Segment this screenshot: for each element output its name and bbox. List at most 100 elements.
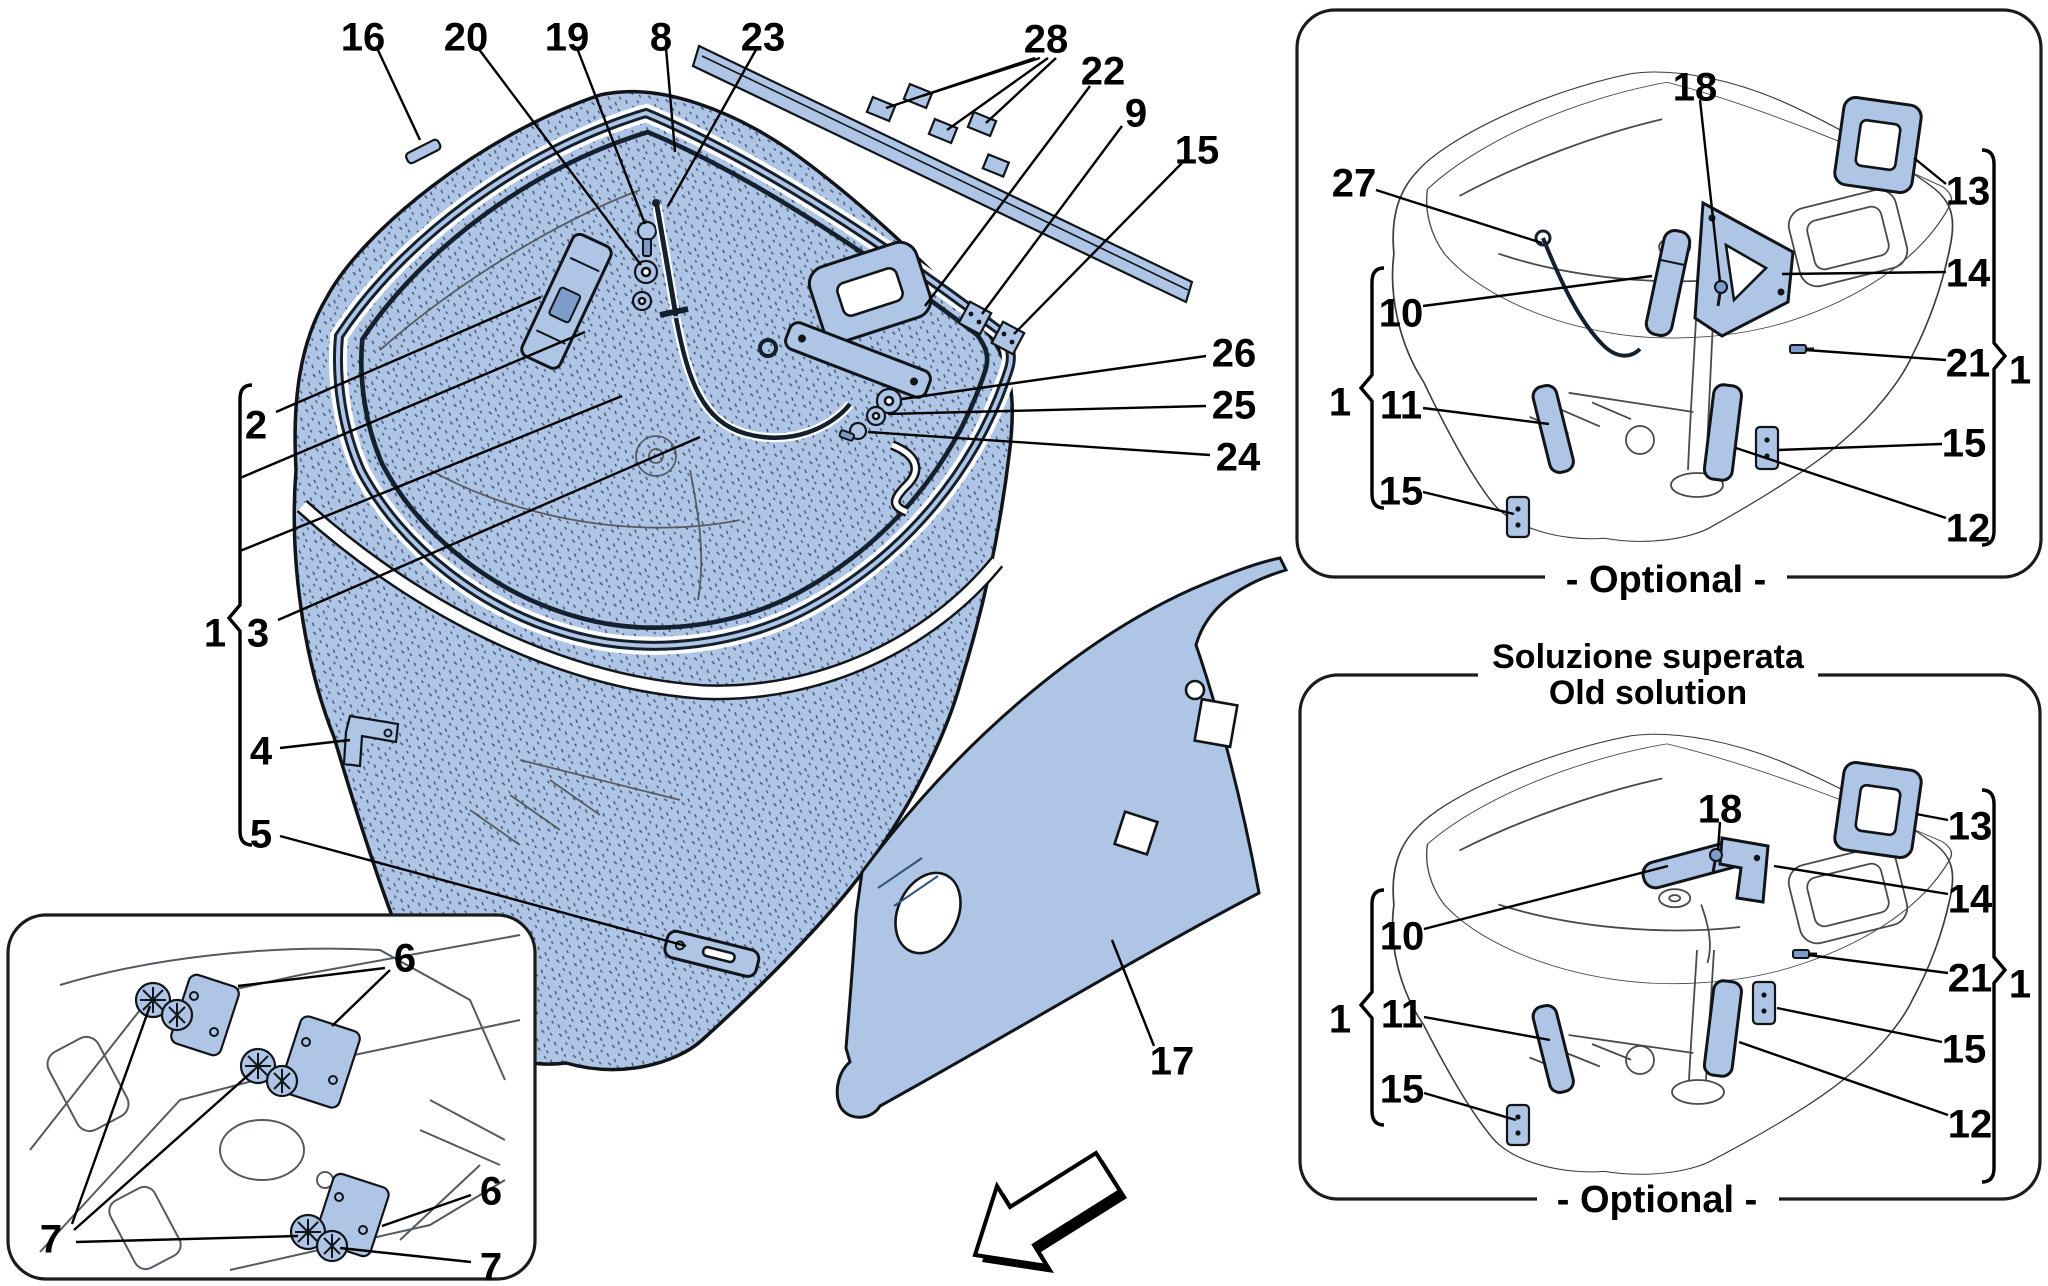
leader-line-11 [1423, 1015, 1551, 1042]
old-solution-heading-it: Soluzione superata [1492, 638, 1805, 676]
part-label-20: 20 [444, 15, 489, 59]
part-label-26: 26 [1212, 331, 1257, 375]
part-label-7b: 7 [480, 1245, 502, 1286]
leader-line-14 [1781, 270, 1947, 276]
leader-line-23 [666, 47, 759, 207]
leader-line-15r [1776, 1006, 1943, 1044]
leader-line-8 [664, 47, 677, 153]
part-label-15: 15 [1175, 128, 1220, 172]
leader-line-12 [1735, 446, 1947, 520]
part-label-15b: 15 [1380, 1067, 1425, 1111]
leader-line-18 [1698, 99, 1722, 283]
leader-line-5 [279, 834, 687, 948]
strip-16 [404, 138, 442, 165]
leader-line-6a [331, 969, 391, 1027]
part-label-10: 10 [1380, 914, 1425, 958]
leader-line-28 [946, 57, 1049, 131]
latch-strap-2 [520, 232, 613, 370]
chassis-inset-panel: 6 6 7 7 [6, 913, 537, 1286]
strap-12-old [1702, 979, 1743, 1078]
part-label-9: 9 [1125, 91, 1147, 135]
leader-line-2 [275, 295, 542, 414]
part-label-1R: 1 [2009, 962, 2031, 1006]
cable-27 [1534, 229, 1642, 358]
leader-line-7a [75, 1234, 299, 1244]
part-label-1L: 1 [1329, 997, 1351, 1041]
leader-line-25 [887, 404, 1207, 416]
leader-line-7b [339, 1246, 472, 1264]
strap-11 [1531, 383, 1575, 474]
leader-line-21 [1807, 953, 1949, 975]
leader-line [239, 330, 586, 480]
leader-line-9 [981, 125, 1123, 315]
part-label-1L: 1 [1329, 380, 1351, 424]
fastener-stack [838, 387, 903, 442]
seal-strip-8 [691, 44, 1194, 304]
leader-line-15b [1423, 1091, 1517, 1122]
strap-11-old [1531, 1003, 1575, 1094]
part-label-1: 1 [204, 611, 226, 655]
part-label-21: 21 [1948, 956, 1993, 1000]
hinge-bar [784, 321, 932, 399]
optional-caption-top: - Optional - [1566, 559, 1767, 601]
part-label-13: 13 [1946, 169, 1991, 213]
part-label-8: 8 [650, 15, 672, 59]
part-label-11: 11 [1381, 992, 1423, 1036]
part-label-18: 18 [1673, 65, 1718, 109]
leader-line-28 [985, 57, 1057, 124]
inset-border [6, 913, 537, 1281]
part-label-14: 14 [1948, 877, 1993, 921]
leader-line-21 [1805, 348, 1947, 362]
caption-mask-bottom [1537, 1178, 1779, 1220]
leader-line-18 [1716, 821, 1722, 851]
leader-line-28 [921, 56, 1041, 98]
leader-line-15 [1013, 162, 1183, 335]
screw-18-old [1709, 848, 1723, 874]
part-label-6b: 6 [480, 1169, 502, 1213]
leader-line-27 [1375, 188, 1543, 245]
part-label-2: 2 [245, 403, 267, 447]
part-label-25: 25 [1212, 383, 1257, 427]
leader-line-7a [70, 1005, 152, 1225]
strap-10 [1644, 229, 1692, 337]
trim-panel-17 [835, 556, 1289, 1119]
pad-15-bottom [1505, 495, 1531, 539]
part-label-15r: 15 [1942, 1027, 1987, 1071]
part-label-18: 18 [1698, 787, 1743, 831]
group-bracket [1981, 148, 2008, 547]
star-clips-7 [134, 981, 349, 1263]
leader-line-17 [1110, 939, 1156, 1047]
pad-15-right [1754, 425, 1780, 471]
part-label-3: 3 [247, 611, 269, 655]
optional-caption-bottom: - Optional - [1557, 1179, 1758, 1221]
leader-line-15b [1422, 490, 1515, 516]
leader-line-15r [1777, 442, 1943, 452]
part-label-16: 16 [341, 15, 386, 59]
part-label-6a: 6 [394, 936, 416, 980]
part-label-7a: 7 [40, 1217, 62, 1261]
leader-line-10 [1422, 274, 1653, 308]
leader-line-12 [1738, 1040, 1949, 1117]
part-label-28: 28 [1024, 17, 1069, 61]
part-label-14: 14 [1946, 251, 1991, 295]
direction-arrow-icon [972, 1150, 1127, 1273]
release-rod-23 [652, 199, 689, 318]
grommet-13-old [1833, 761, 1923, 859]
leader-line-16 [375, 47, 422, 141]
front-sill-edge-face [298, 501, 1002, 698]
leader-line-7a [73, 1069, 255, 1231]
part-label-23: 23 [741, 15, 786, 59]
release-cable [671, 317, 854, 443]
screw-19 [636, 220, 658, 257]
mounting-bracket-4 [342, 714, 400, 768]
optional-blue-parts [1505, 96, 1923, 539]
heading-mask [1478, 634, 1818, 712]
inset-part-labels: 6 6 7 7 [40, 936, 502, 1286]
part-label-5: 5 [250, 812, 272, 856]
leader-line-13 [1915, 812, 1949, 822]
leader-line-24 [867, 430, 1211, 457]
s-molding-face [891, 442, 918, 515]
